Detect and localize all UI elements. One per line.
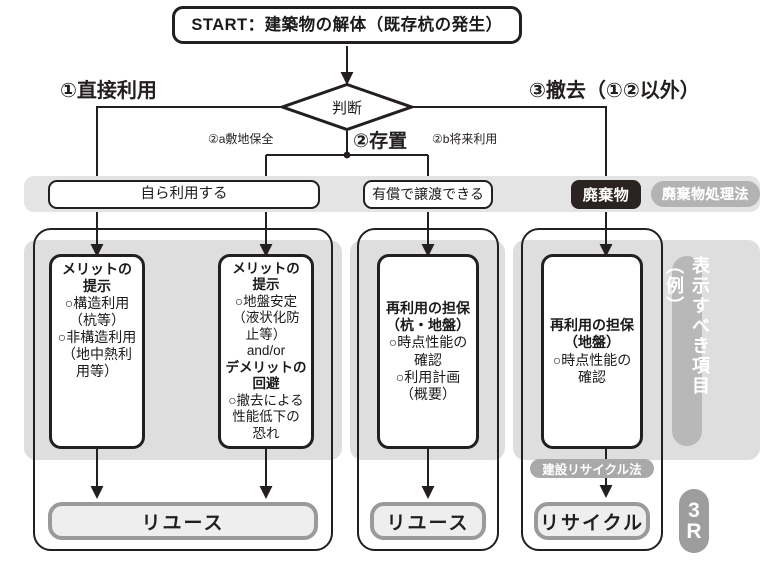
start-node-label: START：建築物の解体（既存杭の発生）: [191, 15, 503, 34]
status-node-waste-label: 廃棄物: [582, 187, 630, 204]
detail-box-reuse-guarantee-ground: 再利用の担保 （地盤） ○時点性能の 確認: [541, 254, 643, 449]
side-pill-display-items: 表示すべき項目（例）: [664, 256, 710, 446]
law-pill-waste-management: 廃棄物処理法: [651, 181, 760, 207]
decision-diamond-shape: [277, 82, 417, 132]
detail-line: （杭等）: [69, 311, 125, 328]
status-node-self-use-label: 自ら利用する: [140, 186, 228, 203]
detail-line: 確認: [578, 368, 606, 385]
detail-line: 確認: [414, 351, 442, 368]
detail-line: ○構造利用: [64, 294, 130, 311]
outcome-recycle-label: リサイクル: [539, 512, 645, 534]
edge-label-site-preservation: ②a敷地保全: [208, 130, 273, 147]
edge-label-future-use: ②b将来利用: [432, 130, 497, 147]
detail-line: メリットの: [232, 260, 300, 276]
branch-label-direct-use: ①直接利用: [60, 74, 157, 103]
detail-line: 恐れ: [252, 425, 280, 441]
outcome-reuse-left: リユース: [48, 502, 318, 540]
detail-line: 性能低下の: [232, 409, 300, 425]
detail-box-reuse-guarantee-pile-ground: 再利用の担保 （杭・地盤） ○時点性能の 確認 ○利用計画 （概要）: [377, 254, 479, 449]
detail-line: （概要）: [400, 385, 456, 402]
edge-label-b-text: ②b将来利用: [432, 132, 498, 146]
law-pill-construction-recycling: 建設リサイクル法: [530, 459, 654, 478]
badge-3r: 3 R: [679, 489, 709, 553]
start-node: START：建築物の解体（既存杭の発生）: [172, 6, 522, 44]
outcome-reuse-left-label: リユース: [141, 512, 225, 534]
branch-middle-text: ②存置: [353, 131, 408, 152]
badge-3r-line1: 3: [688, 498, 700, 522]
status-node-paid-transfer-label: 有償で譲渡できる: [372, 186, 484, 203]
detail-line: ○地盤安定: [234, 293, 298, 309]
group-box-storage: [357, 228, 499, 551]
group-box-removal: [521, 228, 663, 551]
group-box-direct-use: [33, 228, 333, 551]
detail-line: 回避: [252, 376, 280, 392]
law-pill-waste-management-label: 廃棄物処理法: [662, 186, 749, 202]
detail-line: and/or: [246, 343, 286, 359]
detail-line: （杭・地盤）: [386, 317, 470, 334]
badge-3r-line2: R: [686, 520, 702, 543]
edge-label-a-text: ②a敷地保全: [208, 132, 274, 146]
branch-left-text: ①直接利用: [60, 80, 157, 102]
detail-line: デメリットの: [225, 359, 307, 375]
detail-line: 再利用の担保: [550, 317, 634, 334]
detail-line: （液状化防: [232, 310, 300, 326]
status-node-self-use: 自ら利用する: [48, 180, 320, 209]
branch-right-text: ③撤去（①②以外）: [529, 80, 700, 102]
detail-box-reuse-ground-lines: 再利用の担保 （地盤） ○時点性能の 確認: [544, 317, 640, 385]
outcome-reuse-middle: リユース: [370, 502, 486, 540]
branch-label-storage: ②存置: [353, 126, 407, 153]
outcome-reuse-middle-label: リユース: [386, 512, 470, 534]
detail-box-merit-ground: メリットの 提示 ○地盤安定 （液状化防 止等） and/or デメリットの 回…: [218, 254, 314, 449]
branch-label-removal: ③撤去（①②以外）: [529, 74, 700, 103]
status-node-waste: 廃棄物: [571, 180, 641, 209]
detail-line: ○撤去による: [228, 392, 304, 408]
detail-line: ○利用計画: [395, 368, 461, 385]
detail-line: ○非構造利用: [57, 329, 137, 346]
detail-line: （地盤）: [564, 334, 620, 351]
detail-line: ○時点性能の: [388, 334, 468, 351]
detail-line: メリットの: [62, 260, 132, 277]
detail-line: 提示: [83, 277, 111, 294]
detail-line: （地中熱利: [62, 346, 132, 363]
detail-box-reuse-pile-ground-lines: 再利用の担保 （杭・地盤） ○時点性能の 確認 ○利用計画 （概要）: [380, 300, 476, 402]
outcome-recycle: リサイクル: [534, 502, 650, 540]
detail-line: 止等）: [245, 326, 287, 342]
decision-diamond: 判断: [277, 82, 417, 132]
detail-line: ○時点性能の: [552, 351, 632, 368]
detail-box-merit-ground-lines: メリットの 提示 ○地盤安定 （液状化防 止等） and/or デメリットの 回…: [221, 261, 311, 442]
law-pill-construction-recycling-label: 建設リサイクル法: [542, 463, 642, 477]
side-pill-display-items-label: 表示すべき項目（例）: [664, 256, 710, 396]
detail-line: 用等）: [76, 363, 118, 380]
decision-label: 判断: [331, 99, 362, 117]
detail-box-merit-structural-lines: メリットの 提示 ○構造利用 （杭等） ○非構造利用 （地中熱利 用等）: [52, 261, 142, 381]
detail-line: 提示: [252, 277, 280, 293]
detail-line: 再利用の担保: [386, 300, 470, 317]
detail-box-merit-structural: メリットの 提示 ○構造利用 （杭等） ○非構造利用 （地中熱利 用等）: [49, 254, 145, 449]
status-node-paid-transfer: 有償で譲渡できる: [363, 180, 493, 209]
